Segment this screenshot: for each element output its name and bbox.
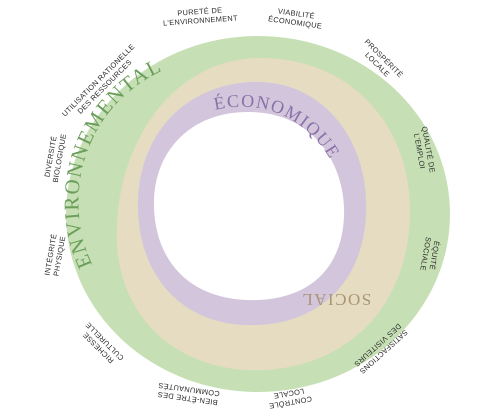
center-void <box>153 112 345 301</box>
label-viabilite: VIABILITÉ ÉCONOMIQUE <box>268 6 323 30</box>
label-integrite: INTÉGRITÉ PHYSIQUE <box>42 233 67 277</box>
svg-text:PURETÉ DE: PURETÉ DE <box>177 5 223 17</box>
label-diversite: DIVERSITÉ BIOLOGIQUE <box>42 133 68 183</box>
social-title: SOCIAL <box>301 290 371 309</box>
svg-text:L'ENVIRONNEMENT: L'ENVIRONNEMENT <box>163 13 239 27</box>
label-purete: PURETÉ DE L'ENVIRONNEMENT <box>163 5 239 27</box>
